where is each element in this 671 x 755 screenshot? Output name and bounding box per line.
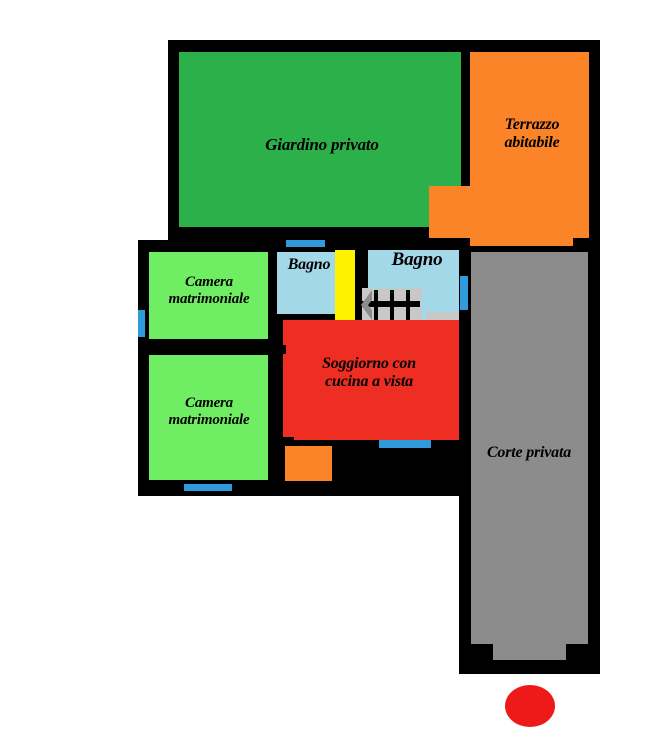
alcove-orange	[285, 446, 332, 481]
room-camera-matrimoniale-uno[interactable]	[149, 252, 268, 339]
door-stub-middle	[272, 378, 280, 420]
room-bagno-uno-alcove	[277, 252, 321, 293]
door-stub-upper	[268, 345, 286, 354]
room-bagno-due-right	[420, 250, 459, 320]
door-stub-lower	[268, 437, 294, 446]
stair-tread	[410, 307, 422, 320]
room-camera-matrimoniale-due[interactable]	[149, 355, 268, 480]
stair-tread	[410, 288, 422, 301]
corte-bottom-notch-left	[471, 644, 493, 662]
stair-tread	[378, 307, 390, 320]
window-giardino-south	[286, 240, 325, 247]
access-point-marker[interactable]	[505, 685, 555, 727]
stair-landing-tread	[426, 312, 464, 321]
room-corte-privata[interactable]	[471, 252, 588, 660]
stairs-direction-arrow-icon	[361, 290, 372, 320]
room-terrazzo-abitabile[interactable]	[470, 52, 589, 238]
corridor-yellow-strip[interactable]	[335, 250, 355, 322]
stair-tread	[378, 288, 390, 301]
window-soggiorno-south	[379, 440, 431, 448]
room-giardino-privato[interactable]	[179, 52, 461, 227]
stair-tread	[394, 288, 406, 301]
corte-bottom-notch-right	[566, 644, 588, 662]
window-bagno-due-east	[460, 276, 468, 310]
window-camera-uno-west	[138, 310, 145, 337]
stair-tread	[394, 307, 406, 320]
window-camera-due-south	[184, 484, 232, 491]
room-soggiorno-cucina[interactable]	[283, 320, 459, 440]
stairs-group[interactable]	[361, 288, 422, 322]
room-giardino-notch	[420, 52, 461, 176]
